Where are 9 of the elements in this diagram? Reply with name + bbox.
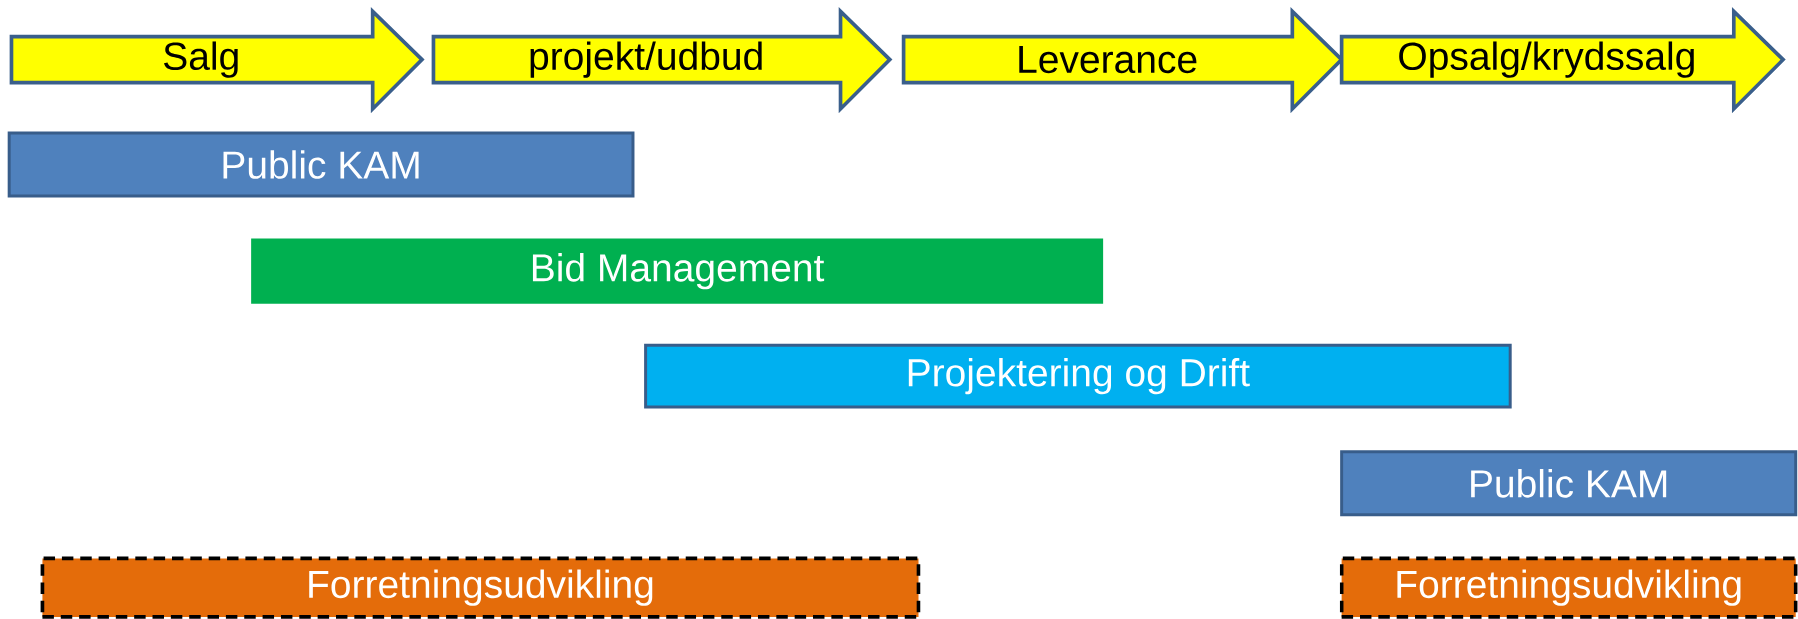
role-bar: Forretningsudvikling <box>1339 556 1798 619</box>
phase-banner: projekt/udbud <box>431 7 893 114</box>
role-bar: Bid Management <box>251 238 1104 304</box>
role-bar: Public KAM <box>1340 450 1798 517</box>
role-bar: Forretningsudvikling <box>40 556 921 619</box>
phase-banner: Salg <box>9 7 425 114</box>
phase-banner: Opsalg/krydssalg <box>1339 7 1786 114</box>
role-bar: Projektering og Drift <box>644 343 1512 409</box>
role-bar: Public KAM <box>7 131 635 198</box>
